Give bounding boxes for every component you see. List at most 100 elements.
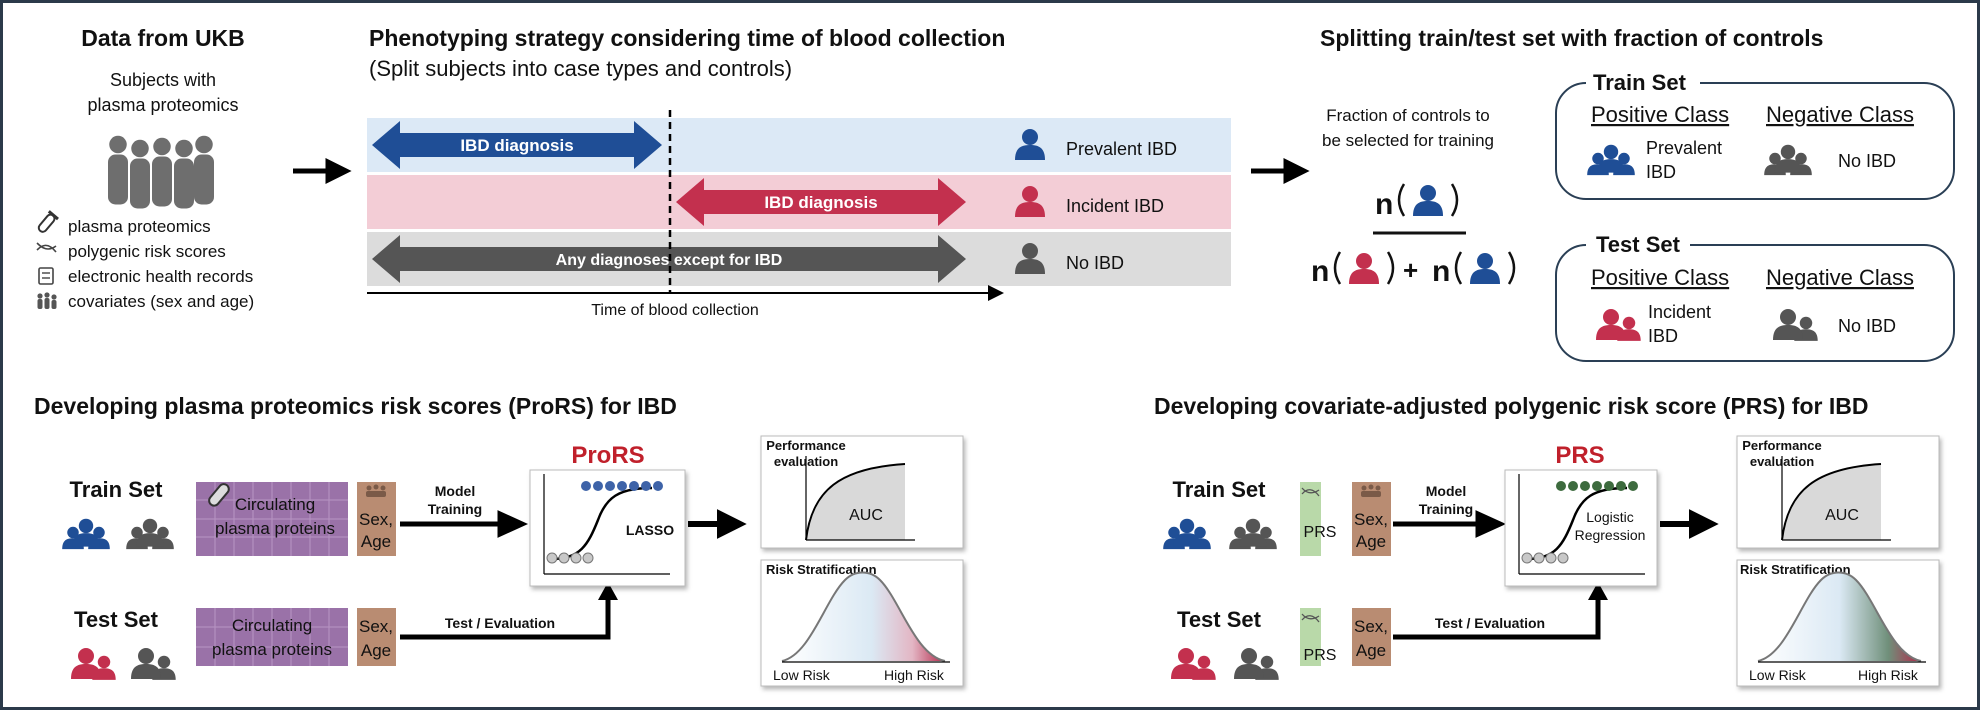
phenotyping-title: Phenotyping strategy considering time of… — [369, 25, 1005, 51]
prors-test-tube-icon — [208, 483, 230, 507]
prs-panel: Developing covariate-adjusted polygenic … — [1154, 393, 1940, 687]
prors-method: LASSO — [626, 522, 674, 538]
prors-test-positive-icon — [71, 648, 116, 680]
train-pos-line1: Prevalent — [1646, 138, 1722, 158]
fraction-line2: be selected for training — [1322, 131, 1494, 150]
prs-method-line1: Logistic — [1586, 509, 1633, 525]
prors-test-label: Test Set — [74, 607, 159, 632]
prs-test-box-label: PRS — [1304, 647, 1337, 664]
prors-train-proteins-line1: Circulating — [235, 495, 315, 514]
splitting-panel: Splitting train/test set with fraction o… — [1311, 25, 1955, 362]
prs-train-positive-icon — [1163, 519, 1211, 549]
incident-arrow-label: IBD diagnosis — [764, 193, 877, 212]
incident-diagnosis-arrow: IBD diagnosis — [676, 178, 966, 226]
prs-test-score-box: PRS — [1300, 608, 1336, 666]
covariates-people-icon — [37, 292, 57, 309]
prs-train-dna-icon — [1301, 487, 1320, 497]
subjects-line1: Subjects with — [110, 70, 216, 90]
test-tube-icon — [37, 210, 59, 233]
time-axis-label: Time of blood collection — [591, 302, 759, 319]
prors-auc-label: AUC — [849, 507, 883, 524]
train-set-title: Train Set — [1593, 70, 1687, 95]
clipboard-icon — [38, 267, 54, 285]
fraction-numerator: n — [1375, 183, 1459, 221]
prors-test-cov-line2: Age — [361, 641, 391, 660]
prs-test-eval: Test / Evaluation — [1435, 615, 1545, 631]
prs-test-cov-line2: Age — [1356, 641, 1386, 660]
prs-auc-label: AUC — [1825, 507, 1859, 524]
numerator-n: n — [1375, 188, 1393, 221]
ukb-panel: Data from UKB Subjects with plasma prote… — [36, 25, 254, 311]
prors-positive-dots — [581, 481, 663, 491]
prors-train-cov-line2: Age — [361, 532, 391, 551]
flow-arrow-2 — [1251, 157, 1310, 185]
ukb-item-prs: polygenic risk scores — [68, 242, 226, 261]
prors-test-protein-matrix: Circulating plasma proteins — [196, 608, 348, 666]
prors-eval-arrow — [400, 598, 611, 640]
prors-model-line2: Training — [428, 501, 482, 517]
denominator-n1: n — [1311, 255, 1329, 288]
prors-test-negative-icon — [131, 648, 176, 680]
prs-train-score-box: PRS — [1300, 482, 1336, 556]
prs-eval-arrow — [1393, 598, 1601, 640]
prors-test-eval: Test / Evaluation — [445, 615, 555, 631]
prors-model-box: LASSO — [529, 469, 686, 587]
prors-performance-line2: evaluation — [774, 454, 838, 469]
prs-test-label: Test Set — [1177, 607, 1262, 632]
prors-negative-dots — [546, 552, 594, 564]
prs-test-positive-icon — [1171, 648, 1216, 680]
fraction-denominator: n + n — [1311, 251, 1516, 288]
prors-test-covariates: Sex, Age — [357, 608, 396, 666]
prors-test-proteins-line2: plasma proteins — [212, 640, 332, 659]
prors-output-arrow — [688, 509, 747, 539]
control-label: No IBD — [1066, 253, 1124, 273]
splitting-title: Splitting train/test set with fraction o… — [1320, 25, 1823, 51]
prs-performance-line2: evaluation — [1750, 454, 1814, 469]
subjects-line2: plasma proteomics — [87, 95, 238, 115]
prs-train-cov-line2: Age — [1356, 532, 1386, 551]
prors-train-covariates: Sex, Age — [357, 482, 396, 556]
plus-sign: + — [1403, 255, 1418, 285]
prevalent-label: Prevalent IBD — [1066, 139, 1177, 159]
prors-train-cov-line1: Sex, — [359, 510, 393, 529]
fraction-line1: Fraction of controls to — [1326, 106, 1489, 125]
test-positive-header: Positive Class — [1591, 265, 1729, 290]
prors-train-positive-icon — [62, 519, 110, 549]
ukb-item-ehr: electronic health records — [68, 267, 253, 286]
prs-method-line2: Regression — [1575, 527, 1646, 543]
prors-risk-title: Risk Stratification — [766, 562, 877, 577]
prs-title: Developing covariate-adjusted polygenic … — [1154, 393, 1868, 419]
prors-train-label: Train Set — [70, 477, 164, 502]
prs-test-cov-line1: Sex, — [1354, 617, 1388, 636]
test-set-title: Test Set — [1596, 232, 1681, 257]
prors-high-risk: High Risk — [884, 667, 945, 683]
prs-performance-line1: Performance — [1742, 438, 1821, 453]
ukb-item-covariates: covariates (sex and age) — [68, 292, 254, 311]
denominator-n2: n — [1432, 255, 1450, 288]
prs-training-arrow — [1393, 510, 1507, 538]
prs-train-label: Train Set — [1173, 477, 1267, 502]
prs-positive-dots — [1556, 481, 1638, 491]
prs-output-arrow — [1660, 509, 1719, 539]
prs-train-negative-icon — [1229, 519, 1277, 549]
test-set-box: Test Set Positive Class Negative Class I… — [1555, 232, 1955, 362]
prs-train-covariates: Sex, Age — [1352, 482, 1391, 556]
ukb-item-proteomics: plasma proteomics — [68, 217, 211, 236]
test-pos-line2: IBD — [1648, 326, 1678, 346]
train-positive-header: Positive Class — [1591, 102, 1729, 127]
prors-train-proteins-line2: plasma proteins — [215, 519, 335, 538]
prors-eval-arrowhead — [598, 582, 618, 600]
prs-eval-arrowhead — [1588, 582, 1608, 600]
numerator-prevalent-icon — [1413, 185, 1443, 216]
prors-title: Developing plasma proteomics risk scores… — [34, 393, 677, 419]
flow-arrow-1 — [293, 157, 352, 185]
prors-training-arrow — [400, 510, 529, 538]
prs-risk-title: Risk Stratification — [1740, 562, 1851, 577]
prors-test-proteins-line1: Circulating — [232, 616, 312, 635]
prs-risk-chart: Risk Stratification Low Risk High Risk — [1736, 559, 1940, 687]
prs-train-box-label: PRS — [1304, 524, 1337, 541]
prs-negative-dots — [1521, 552, 1569, 564]
prs-high-risk: High Risk — [1858, 667, 1919, 683]
